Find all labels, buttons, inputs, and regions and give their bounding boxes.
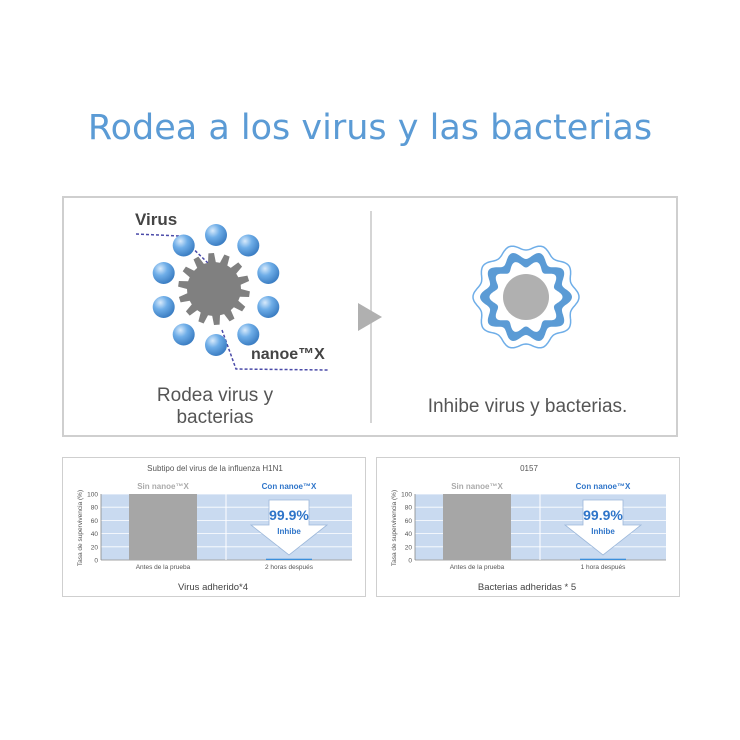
nanoe-droplet-icon — [205, 334, 227, 356]
chart-o157-svg: 0157 100 80 60 40 20 0 Tasa de supervive… — [391, 464, 666, 593]
y-tick-label: 40 — [91, 531, 99, 538]
y-tick-label: 40 — [405, 531, 413, 538]
nanoe-droplet-icon — [257, 262, 280, 284]
reduction-arrow — [563, 499, 643, 556]
caption-right: Inhibe virus y bacterias. — [427, 396, 628, 417]
x-axis-label: Bacterias adheridas * 5 — [478, 582, 576, 593]
nanoe-leader-line — [221, 329, 329, 371]
x-tick-label: 1 hora después — [581, 564, 627, 571]
reduction-arrow — [249, 499, 329, 556]
page-title: Rodea a los virus y las bacterias — [87, 108, 653, 148]
group-label-with: Con nanoe™X — [262, 482, 317, 491]
reduction-value: 99.9% — [269, 507, 309, 523]
chart-title: Subtipo del virus de la influenza H1N1 — [147, 464, 283, 473]
y-tick-label: 20 — [405, 544, 413, 551]
chart-title: 0157 — [520, 464, 538, 473]
bar — [129, 494, 197, 560]
y-tick-label: 100 — [87, 492, 98, 499]
bar — [580, 558, 626, 560]
virus-label: Virus — [135, 210, 178, 229]
nanoe-droplet-icon — [172, 234, 195, 257]
reduction-text: Inhibe — [277, 527, 301, 536]
nanoe-droplet-icon — [205, 224, 227, 246]
chart-o157: 0157 100 80 60 40 20 0 Tasa de supervive… — [376, 457, 680, 597]
nanoe-droplet-icon — [257, 296, 280, 318]
x-axis-label: Virus adherido*4 — [178, 582, 248, 593]
chart-h1n1-svg: Subtipo del virus de la influenza H1N1 1… — [77, 464, 352, 593]
x-tick-label: Antes de la prueba — [450, 564, 505, 571]
inhibited-germ-icon — [503, 274, 549, 320]
x-tick-label: Antes de la prueba — [136, 564, 191, 571]
nanoe-droplet-icon — [152, 262, 175, 284]
play-arrow-icon — [358, 303, 382, 331]
y-axis-label: Tasa de supervivencia (%) — [391, 490, 398, 566]
nanoe-label: nanoe™X — [251, 346, 325, 363]
y-tick-label: 100 — [401, 492, 412, 499]
nanoe-droplet-icon — [152, 296, 175, 318]
y-tick-label: 20 — [91, 544, 99, 551]
bar — [443, 494, 511, 560]
y-tick-label: 80 — [91, 505, 99, 512]
germ-icon — [178, 253, 250, 325]
reduction-text: Inhibe — [591, 527, 615, 536]
reduction-value: 99.9% — [583, 507, 623, 523]
caption-left-line2: bacterias — [176, 407, 254, 428]
chart-h1n1: Subtipo del virus de la influenza H1N1 1… — [62, 457, 366, 597]
caption-left: Rodea virus y bacterias — [120, 385, 310, 429]
virus-leader-line — [135, 233, 211, 266]
y-tick-label: 60 — [91, 518, 99, 525]
nanoe-droplet-icon — [172, 323, 195, 346]
nanoe-droplet-icon — [237, 234, 260, 257]
group-label-with: Con nanoe™X — [576, 482, 631, 491]
y-tick-label: 0 — [94, 558, 98, 565]
caption-left-line1: Rodea virus y — [156, 385, 274, 406]
group-label-without: Sin nanoe™X — [451, 482, 503, 491]
x-tick-label: 2 horas después — [265, 564, 314, 571]
bar — [266, 558, 312, 560]
y-tick-label: 80 — [405, 505, 413, 512]
y-axis-label: Tasa de supervivencia (%) — [77, 490, 84, 566]
y-tick-label: 60 — [405, 518, 413, 525]
y-tick-label: 0 — [408, 558, 412, 565]
group-label-without: Sin nanoe™X — [137, 482, 189, 491]
nanoe-droplet-icon — [237, 323, 260, 346]
